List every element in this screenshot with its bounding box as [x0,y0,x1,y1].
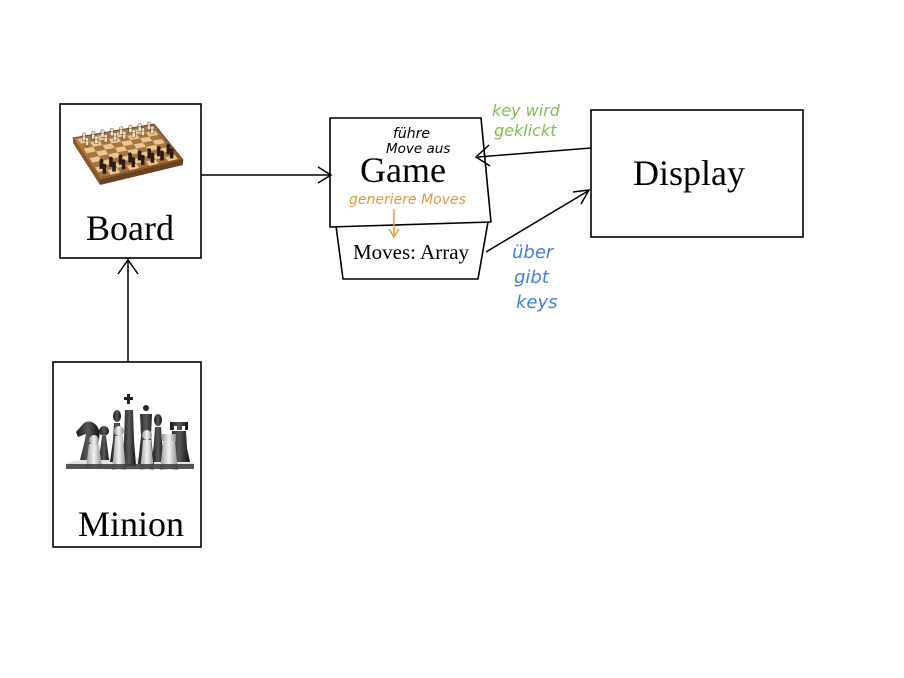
chess-piece-head [99,158,104,163]
chessboard-square [96,149,109,157]
board-label: Board [86,208,174,248]
uebergibt-line3: keys [516,292,558,313]
game-box [329,117,492,228]
chess-piece-head [102,163,107,168]
chessboard-square [124,144,137,151]
arrow-moves-to-display [485,189,591,253]
chess-piece-head [150,152,155,157]
chess-piece-head [121,159,126,164]
chessboard-square [86,151,99,158]
generiere-arrow-head [388,228,400,239]
chess-piece-head [169,148,174,153]
chess-piece-head [140,127,145,132]
minion-label: Minion [78,504,184,544]
display-label: Display [633,153,745,193]
chessboard-square [89,156,102,163]
key-wird-line2: geklickt [494,121,557,140]
chess-piece-head [128,124,133,129]
chess-piece-head [156,146,161,151]
moves-label: Moves: Array [353,240,470,264]
chess-piece-head [82,132,87,137]
chess-piece-head [91,130,96,135]
display-box [590,109,804,238]
chess-piece-head [119,126,124,131]
moves-box [335,221,489,280]
uebergibt-annotation: über gibt keys [512,242,558,313]
chessboard-square [93,145,106,152]
chess-piece-head [109,127,114,132]
chess-piece-head [85,137,90,142]
chess-piece-head [103,134,108,139]
chess-piece-head [147,148,152,153]
chess-piece-head [160,150,165,155]
chessboard-square [102,143,115,150]
chessboard-square [133,142,147,149]
chessboard-square [130,138,143,145]
chess-piece-head [137,123,142,128]
chessboard-square [139,136,153,143]
chess-pieces-image [66,394,194,470]
arrow-board-to-game [201,166,333,184]
chessboard-square [83,146,97,154]
board-node: Board [59,103,202,259]
chessboard-square [121,140,134,147]
chess-piece-head [112,161,117,166]
chess-piece-head [108,156,113,161]
generiere-annotation: generiere Moves [349,192,466,208]
chess-piece-head [137,150,142,155]
arrow-display-to-game [474,144,592,167]
chessboard-square [105,147,118,155]
uebergibt-line1: über [512,242,555,263]
chessboard-square [111,141,125,148]
arrow-minion-to-board [117,258,139,362]
chess-piece-head [128,152,133,157]
game-node: Game Moves: Array führe Move aus generie… [329,117,492,280]
key-wird-line1: key wird [492,101,561,120]
game-label: Game [360,150,446,190]
display-node: Display [590,109,804,238]
chess-piece-head [131,129,136,134]
chess-piece-head [122,130,127,135]
chess-piece-head [112,132,117,137]
chess-piece-head [146,121,151,126]
minion-node: Minion [52,361,202,548]
chessboard-square [142,140,156,147]
chessboard-square [114,146,128,153]
chessboard-square [152,139,165,145]
chess-piece-head [166,143,171,148]
fuehre-annotation-line2: Move aus [386,141,450,157]
chess-piece-head [131,157,136,162]
chess-piece-head [100,129,105,134]
chess-piece-head [140,154,145,159]
chess-piece-head [150,125,155,130]
fuehre-annotation-line1: führe [393,126,430,142]
chess-piece-head [94,135,99,140]
chessboard-square [149,135,162,141]
uebergibt-line2: gibt [514,267,550,288]
key-wird-annotation: key wird geklickt [492,101,561,140]
chess-piece-head [118,154,123,159]
chessboard-image [72,121,184,185]
